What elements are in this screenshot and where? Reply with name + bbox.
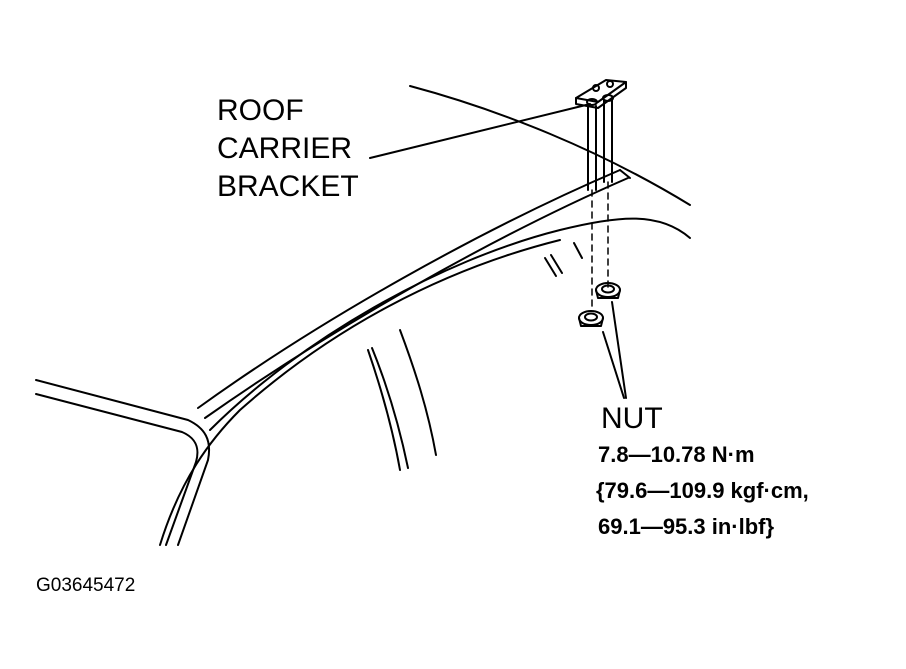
- nut-leader-line-1: [602, 331, 625, 399]
- nut-right: [595, 282, 621, 299]
- nut-label: NUT: [601, 402, 663, 435]
- bracket-leader-line: [369, 103, 591, 159]
- figure-code: G03645472: [36, 575, 136, 596]
- stud-right-top: [602, 94, 614, 102]
- stud-left-top: [586, 98, 598, 106]
- window-line-1: [544, 257, 557, 277]
- roof-rail-inner: [204, 177, 629, 419]
- bracket-hole-2: [606, 80, 614, 88]
- roof-rail-outer: [197, 169, 621, 409]
- torque-spec-line-1: 7.8—10.78 N·m: [598, 442, 755, 467]
- bracket-label-line-1: ROOF: [217, 94, 304, 127]
- bracket-label-line-3: BRACKET: [217, 170, 359, 203]
- nut-left: [578, 310, 604, 327]
- front-roof-bottom: [35, 393, 199, 546]
- roof-panel-lower: [159, 239, 561, 546]
- pillar-line-2: [367, 349, 401, 471]
- window-line-2: [550, 254, 563, 274]
- bracket-flange: [575, 81, 627, 109]
- bracket-label-line-2: CARRIER: [217, 132, 353, 165]
- bracket-hole-1: [592, 84, 600, 92]
- front-roof-top: [35, 379, 210, 546]
- pillar-line-1: [371, 347, 409, 469]
- bracket-plate: [575, 79, 627, 103]
- torque-spec-line-2: {79.6—109.9 kgf·cm,: [596, 478, 809, 503]
- window-line-3: [573, 242, 583, 259]
- pillar-line-3: [399, 329, 437, 456]
- roof-rail-end: [619, 169, 631, 179]
- roof-panel-curve: [209, 217, 691, 431]
- roof-edge-line: [409, 85, 691, 206]
- nut-leader-line-2: [611, 301, 627, 399]
- torque-spec-line-3: 69.1—95.3 in·lbf}: [598, 514, 775, 539]
